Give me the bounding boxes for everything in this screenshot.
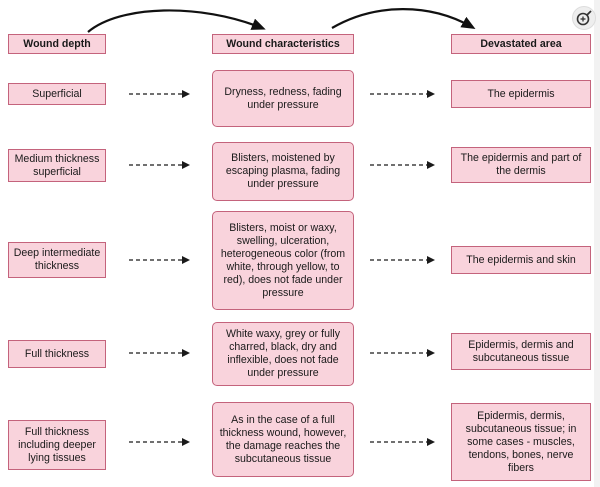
- row-2-area: The epidermis and part of the dermis: [451, 147, 591, 183]
- row-4-characteristics-label: White waxy, grey or fully charred, black…: [225, 328, 340, 379]
- row-1-characteristics: Dryness, redness, fading under pressure: [212, 70, 354, 127]
- row-5-area: Epidermis, dermis, subcutaneous tissue; …: [451, 403, 591, 481]
- row-5-depth-label: Full thickness including deeper lying ti…: [18, 425, 96, 464]
- row-4-depth: Full thickness: [8, 340, 106, 368]
- row-3-characteristics: Blisters, moist or waxy, swelling, ulcer…: [212, 211, 354, 310]
- row-4-area-label: Epidermis, dermis and subcutaneous tissu…: [468, 338, 574, 364]
- row-2-characteristics-label: Blisters, moistened by escaping plasma, …: [225, 152, 341, 190]
- row-5-characteristics: As in the case of a full thickness wound…: [212, 402, 354, 477]
- row-1-depth: Superficial: [8, 83, 106, 105]
- row-1-depth-label: Superficial: [32, 87, 82, 100]
- row-3-characteristics-label: Blisters, moist or waxy, swelling, ulcer…: [220, 221, 346, 299]
- row-3-area-label: The epidermis and skin: [466, 253, 576, 266]
- header-arrow-characteristics-to-area: [331, 8, 476, 29]
- zoom-in-button[interactable]: [572, 6, 596, 30]
- row-2-depth: Medium thickness superficial: [8, 149, 106, 182]
- header-wound-depth: Wound depth: [8, 34, 106, 54]
- row-5-characteristics-label: As in the case of a full thickness wound…: [219, 413, 347, 465]
- row-4-characteristics: White waxy, grey or fully charred, black…: [212, 322, 354, 386]
- row-5-area-label: Epidermis, dermis, subcutaneous tissue; …: [465, 409, 577, 474]
- header-wound-characteristics: Wound characteristics: [212, 34, 354, 54]
- row-3-area: The epidermis and skin: [451, 246, 591, 274]
- header-devastated-area: Devastated area: [451, 34, 591, 54]
- row-2-characteristics: Blisters, moistened by escaping plasma, …: [212, 142, 354, 201]
- row-5-depth: Full thickness including deeper lying ti…: [8, 420, 106, 470]
- row-1-area: The epidermis: [451, 80, 591, 108]
- row-4-area: Epidermis, dermis and subcutaneous tissu…: [451, 333, 591, 370]
- row-4-depth-label: Full thickness: [24, 347, 90, 360]
- header-wound-characteristics-label: Wound characteristics: [226, 37, 340, 50]
- header-devastated-area-label: Devastated area: [480, 37, 562, 50]
- header-wound-depth-label: Wound depth: [23, 37, 91, 50]
- row-3-depth: Deep intermediate thickness: [8, 242, 106, 278]
- row-2-area-label: The epidermis and part of the dermis: [460, 152, 582, 177]
- row-1-characteristics-label: Dryness, redness, fading under pressure: [224, 85, 342, 111]
- row-1-area-label: The epidermis: [487, 87, 555, 100]
- row-2-depth-label: Medium thickness superficial: [14, 152, 100, 178]
- row-3-depth-label: Deep intermediate thickness: [13, 247, 101, 272]
- frame-edge: [594, 0, 600, 487]
- header-arrow-depth-to-characteristics: [87, 9, 266, 33]
- zoom-in-icon: [576, 10, 592, 26]
